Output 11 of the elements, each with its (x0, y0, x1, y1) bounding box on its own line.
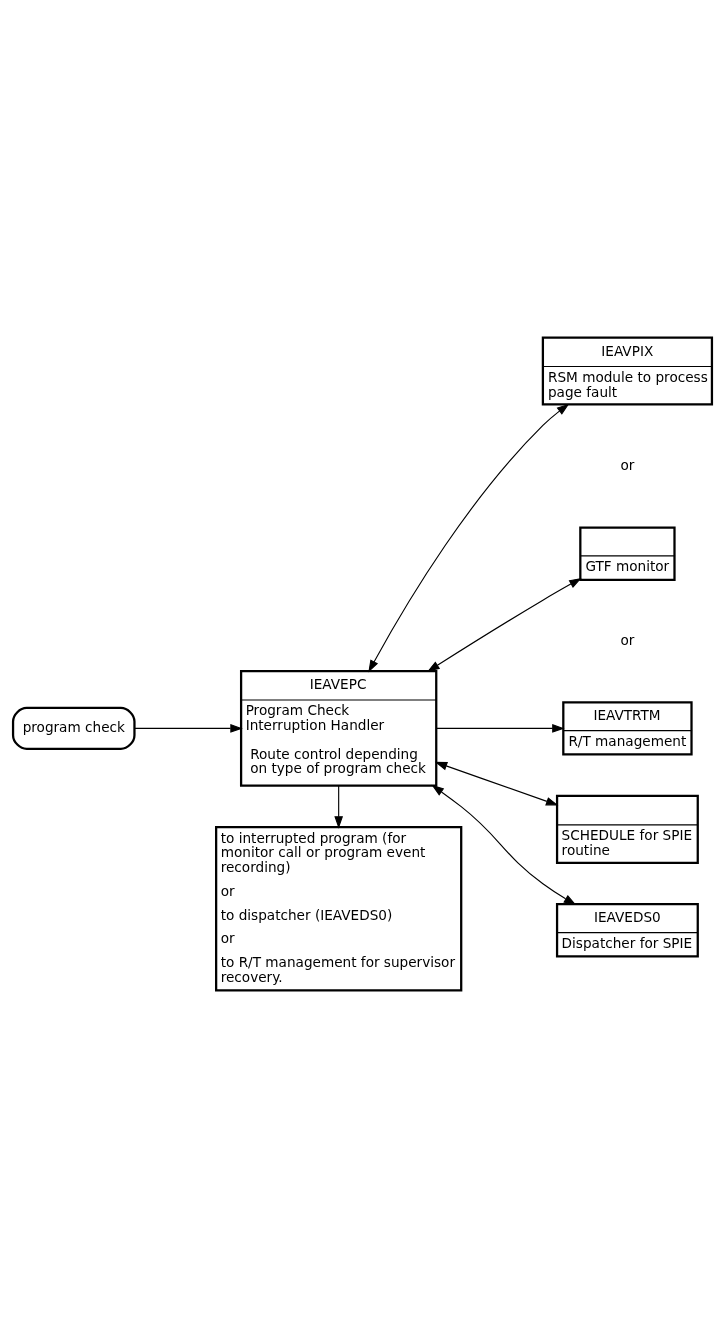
node-box: program check (11, 706, 136, 750)
label: or (620, 456, 635, 473)
arrow (334, 785, 344, 829)
arrow (133, 724, 243, 733)
arrow (368, 403, 570, 673)
label: or (620, 631, 635, 648)
arrow (435, 724, 565, 733)
arrow (431, 784, 577, 906)
arrow (434, 761, 559, 806)
node-box: to interrupted program (for monitor call or program event recording) or to dispatcher (IEAVEDS0) or to R/T management for supervisor recovery. (215, 825, 463, 992)
arrow (427, 578, 582, 672)
